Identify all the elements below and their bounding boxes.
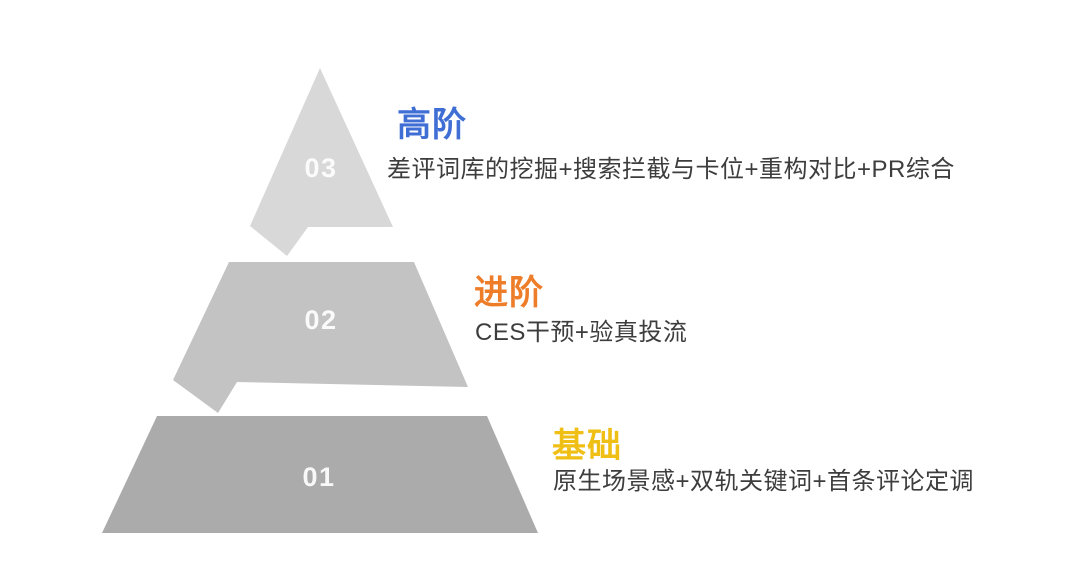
level-2-number: 02 [304,305,337,335]
pyramid-level-1-shape [102,416,538,533]
level-2-title: 进阶 [474,274,544,312]
pyramid-level-3-shape [250,68,393,256]
level-3-description: 差评词库的挖掘+搜索拦截与卡位+重构对比+PR综合 [387,156,955,183]
level-3-number: 03 [304,153,337,183]
level-1-description: 原生场景感+双轨关键词+首条评论定调 [553,468,975,495]
level-1-title: 基础 [552,427,622,465]
level-3-title: 高阶 [397,106,467,144]
level-2-description: CES干预+验真投流 [475,319,688,346]
level-1-number: 01 [302,462,335,492]
pyramid-level-2-shape [173,262,468,413]
